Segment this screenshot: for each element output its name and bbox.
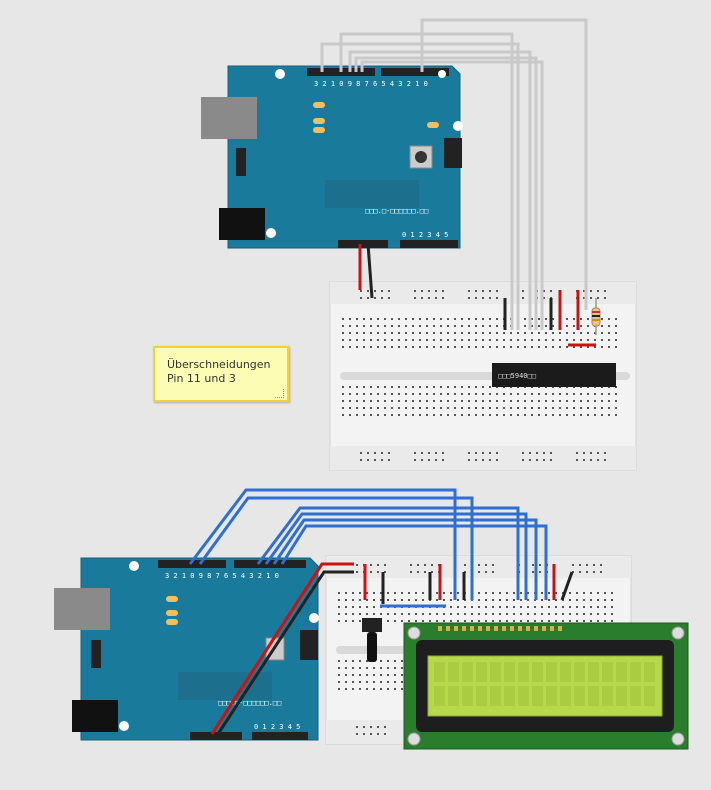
header-pins: [190, 732, 242, 740]
board-text: □□□.□-□□□□□□.□□: [218, 699, 281, 707]
ic-chip: □□□5940□□: [492, 363, 616, 387]
lcd-display: [403, 622, 689, 750]
signal-wires-gray: [320, 18, 588, 330]
header-pins: [381, 68, 449, 76]
icsp-header: [300, 630, 318, 660]
note-text: Überschneidungen Pin 11 und 3: [167, 358, 271, 385]
chip-label: □□□5940□□: [498, 372, 536, 380]
power-jack: [219, 208, 265, 240]
resistor: [591, 298, 601, 335]
icsp-header: [444, 138, 462, 168]
led: [313, 102, 325, 108]
potentiometer: [362, 618, 382, 662]
header-pins: [252, 732, 308, 740]
usb-port: [201, 97, 257, 139]
led: [313, 118, 325, 124]
arduino-top: 3 2 1 0 9 8 7 6 5 4 3 2 1 0 □□□.□-□□□□□□…: [201, 65, 463, 249]
wires-top-power: [358, 243, 596, 347]
arduino-bottom: 3 2 1 0 9 8 7 6 5 4 3 2 1 0 □□□.□-□□□□□□…: [54, 557, 319, 741]
led: [427, 122, 439, 128]
wires-bottom-power: [210, 562, 574, 735]
header-pins: [158, 560, 226, 568]
lcd-character-cells: [434, 662, 655, 706]
board-text: □□□.□-□□□□□□.□□: [365, 207, 428, 215]
power-jack: [72, 700, 118, 732]
usb-port: [54, 588, 110, 630]
pin-labels: 0 1 2 3 4 5: [402, 231, 448, 239]
header-pins: [400, 240, 458, 248]
header-pins: [234, 560, 306, 568]
pin-labels: 0 1 2 3 4 5: [254, 723, 300, 731]
sticky-note[interactable]: Überschneidungen Pin 11 und 3: [153, 346, 289, 402]
pin-labels: 3 2 1 0 9 8 7 6 5 4 3 2 1 0: [165, 572, 279, 580]
header-pins: [338, 240, 388, 248]
led: [313, 127, 325, 133]
lcd-pin-header: [438, 626, 562, 631]
signal-wires-blue: [188, 488, 548, 608]
resize-grip-icon[interactable]: [275, 389, 284, 398]
pin-labels: 3 2 1 0 9 8 7 6 5 4 3 2 1 0: [314, 80, 428, 88]
